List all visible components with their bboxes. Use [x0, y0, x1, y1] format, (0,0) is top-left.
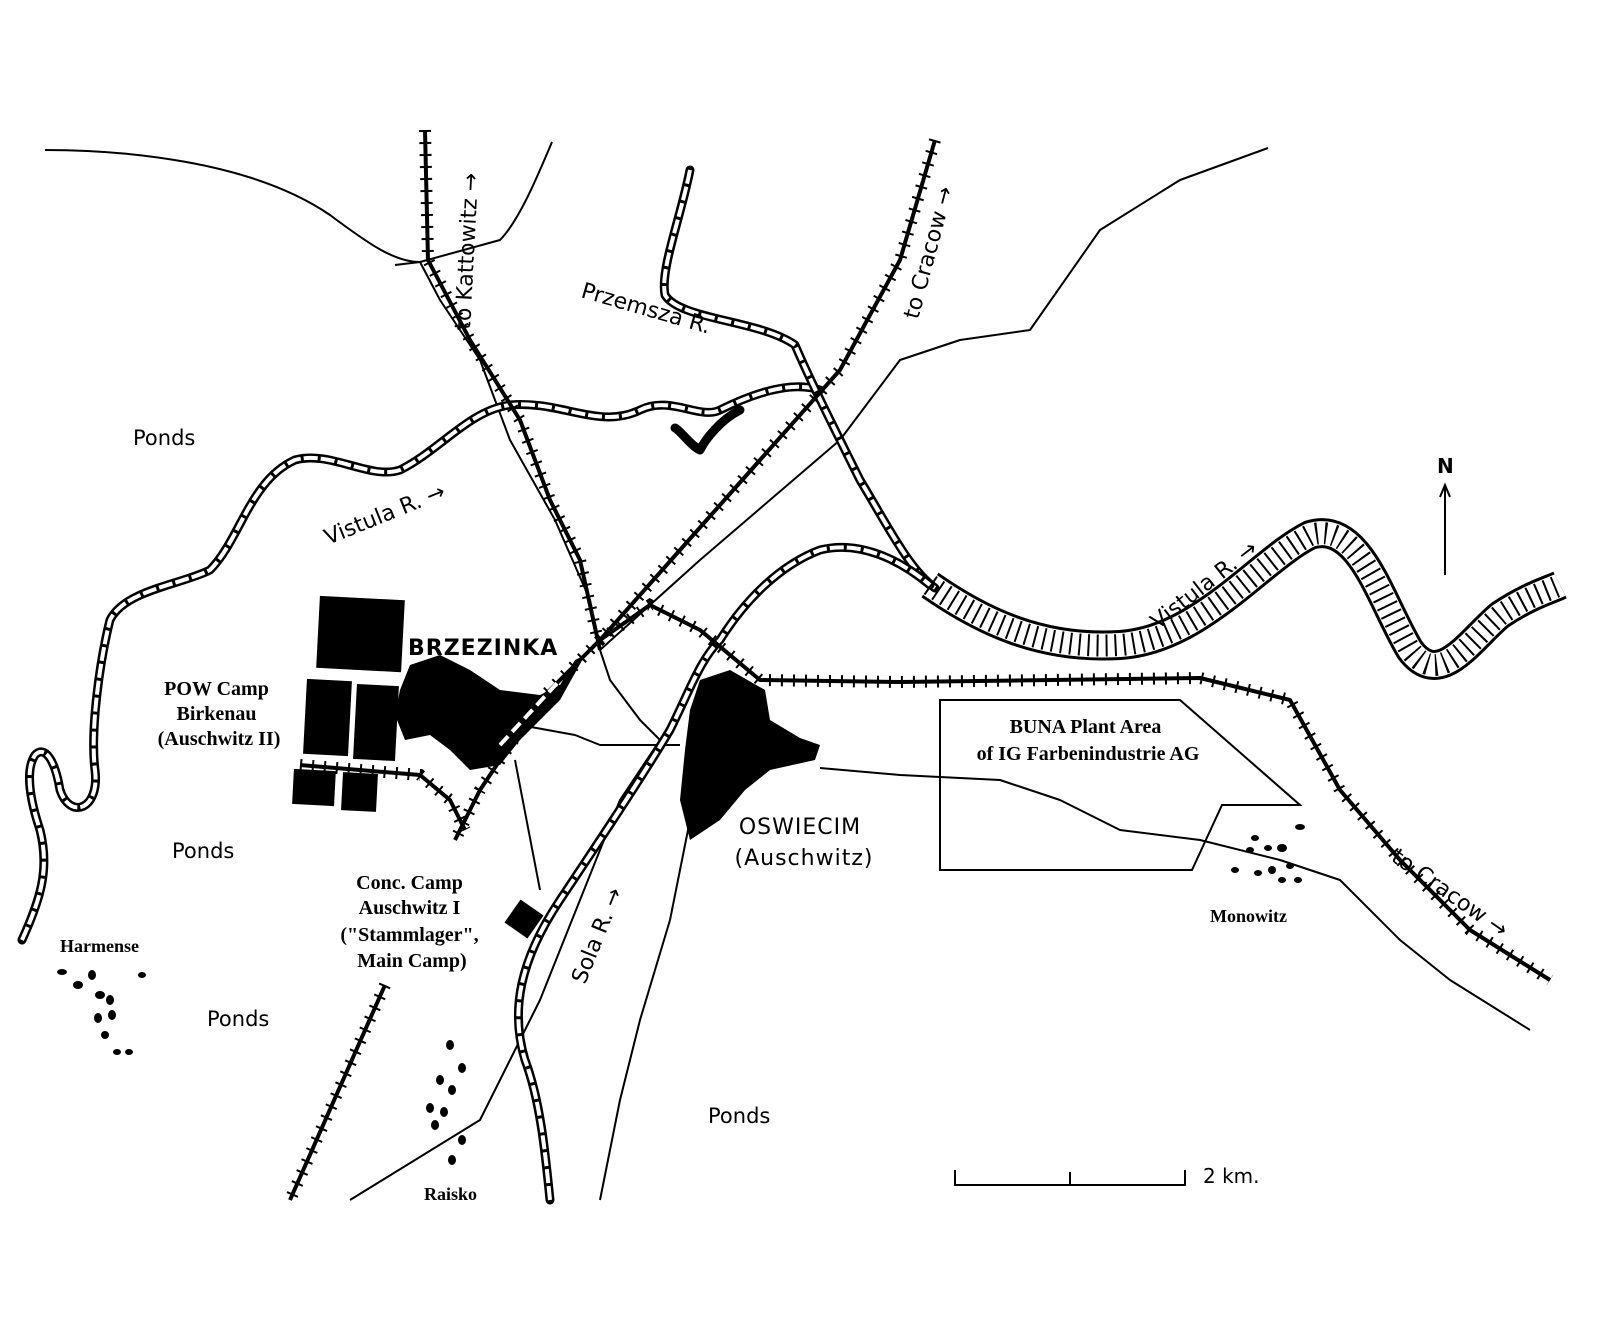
- label-brzezinka: BRZEZINKA: [408, 636, 558, 661]
- buna-plant-boundary: [939, 699, 1303, 871]
- monowitz-dots: [1231, 824, 1305, 883]
- harmense-dots: [57, 969, 146, 1055]
- rail-cracow-east: [598, 603, 1552, 982]
- brzezinka-area: [395, 655, 585, 770]
- raisko-dots: [426, 1040, 466, 1165]
- birkenau-block-3: [353, 683, 399, 762]
- label-to-cracow-bottom: to Cracow →: [1387, 844, 1513, 942]
- label-ponds: Ponds: [133, 426, 195, 450]
- birkenau-block-2: [303, 678, 352, 757]
- main-camp-area: [504, 899, 544, 939]
- label-to-cracow-top: to Cracow →: [900, 184, 959, 322]
- label-birkenau: POW Camp Birkenau (Auschwitz II): [158, 678, 281, 750]
- birkenau-block-4: [292, 768, 336, 807]
- label-monowitz: Monowitz: [1210, 906, 1287, 926]
- road-brzezinka-oswiecim: [519, 724, 680, 746]
- map-labels: Ponds Ponds Ponds Ponds to Kattowitz → P…: [60, 172, 1512, 1204]
- scale-label: 2 km.: [1203, 1164, 1260, 1188]
- label-przemsza: Przemsza R.: [578, 279, 713, 340]
- road-northeast: [599, 147, 1269, 651]
- road-main-camp: [514, 759, 541, 891]
- label-to-kattowitz: to Kattowitz →: [451, 172, 484, 330]
- label-raisko: Raisko: [424, 1184, 477, 1204]
- rail-south: [288, 984, 387, 1201]
- north-arrow: N: [1437, 454, 1454, 575]
- birkenau-block-1: [316, 595, 405, 673]
- village-dots: [57, 824, 1305, 1165]
- label-main-camp: Conc. Camp Auschwitz I ("Stammlager", Ma…: [340, 872, 483, 972]
- road-south: [599, 819, 691, 1201]
- label-harmense: Harmense: [60, 936, 139, 956]
- label-ponds: Ponds: [172, 839, 234, 863]
- birkenau-block-5: [341, 772, 378, 812]
- north-label: N: [1437, 454, 1454, 478]
- settlements: [292, 595, 820, 939]
- label-oswiecim: OSWIECIM (Auschwitz): [735, 815, 874, 871]
- rail-brzezinka-segment: [498, 678, 562, 747]
- label-sola: Sola R. →: [567, 884, 628, 987]
- road-buna: [819, 767, 1531, 1031]
- scale-bar: 2 km.: [954, 1164, 1260, 1188]
- vistula-oxbow: [670, 405, 745, 455]
- label-ponds: Ponds: [708, 1104, 770, 1128]
- rivers: [17, 165, 1567, 1205]
- label-vistula-left: Vistula R. →: [321, 479, 449, 550]
- label-ponds: Ponds: [207, 1007, 269, 1031]
- roads: [44, 141, 1531, 1201]
- oswiecim-area: [680, 670, 820, 840]
- vistula-wide-hatch: [923, 522, 1565, 676]
- road-center: [349, 649, 661, 1201]
- rail-kattowitz: [423, 129, 602, 651]
- label-buna: BUNA Plant Area of IG Farbenindustrie AG: [977, 716, 1200, 765]
- road-northwest: [44, 141, 553, 263]
